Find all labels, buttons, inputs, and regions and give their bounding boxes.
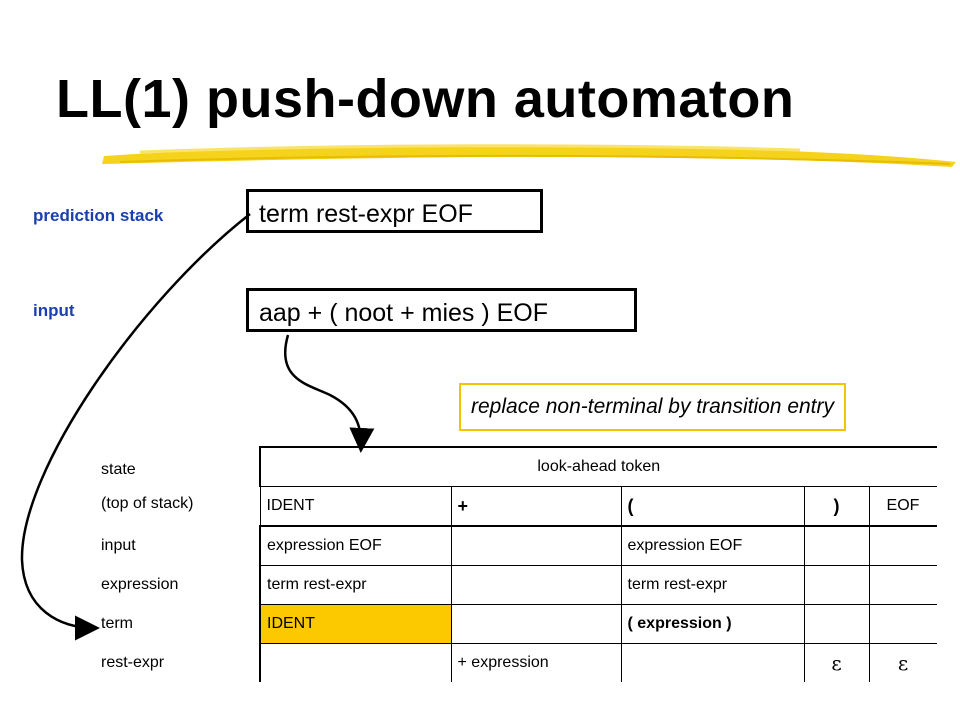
table-cell <box>868 604 937 644</box>
table-cell <box>450 604 621 644</box>
epsilon-cell: ε <box>803 643 869 682</box>
state-header: state (top of stack) <box>95 447 260 526</box>
replace-note: replace non-terminal by transition entry <box>459 383 847 431</box>
epsilon-cell: ε <box>868 643 937 682</box>
transition-table: state (top of stack) look-ahead token ID… <box>95 446 937 682</box>
page-title: LL(1) push-down automaton <box>56 69 795 129</box>
table-row: expression term rest-expr term rest-expr <box>95 565 937 605</box>
table-cell <box>620 643 804 682</box>
table-row: input expression EOF expression EOF <box>95 525 937 566</box>
token-lparen: ( <box>620 486 804 526</box>
input-label: input <box>33 301 75 320</box>
row-state-expression: expression <box>101 576 179 593</box>
stack-to-term-arrow <box>20 213 251 641</box>
table-cell <box>803 604 869 644</box>
state-header-line2: (top of stack) <box>101 494 194 512</box>
highlighted-cell: IDENT <box>259 604 451 644</box>
table-row: term IDENT ( expression ) <box>95 604 937 644</box>
row-state-rest-expr: rest-expr <box>101 653 165 671</box>
table-cell <box>868 565 937 605</box>
table-cell: term rest-expr <box>620 565 804 605</box>
table-cell: expression EOF <box>620 525 804 566</box>
table-cell: term rest-expr <box>259 565 451 605</box>
table-cell <box>450 525 621 566</box>
token-ident: IDENT <box>259 486 451 526</box>
prediction-stack-box: term rest-expr EOF <box>246 189 543 233</box>
table-row: rest-expr + expression ε ε <box>95 643 937 682</box>
token-rparen: ) <box>803 486 869 526</box>
table-cell <box>450 565 621 605</box>
row-state-input: input <box>101 536 136 554</box>
row-state-term: term <box>101 615 133 632</box>
table-cell: + expression <box>450 643 621 682</box>
lookahead-header: look-ahead token <box>259 446 937 487</box>
input-box: aap + ( noot + mies ) EOF <box>246 288 637 332</box>
prediction-stack-label: prediction stack <box>33 206 164 225</box>
token-eof: EOF <box>868 486 937 526</box>
table-cell <box>803 565 869 605</box>
state-header-line1: state <box>101 460 136 478</box>
table-cell: expression EOF <box>259 525 451 566</box>
table-cell <box>868 525 937 566</box>
table-cell <box>803 525 869 566</box>
token-plus: + <box>450 486 621 526</box>
table-cell: ( expression ) <box>620 604 804 644</box>
input-to-table-arrow <box>284 334 375 453</box>
table-cell <box>259 643 451 682</box>
title-underline-brush <box>102 144 956 167</box>
